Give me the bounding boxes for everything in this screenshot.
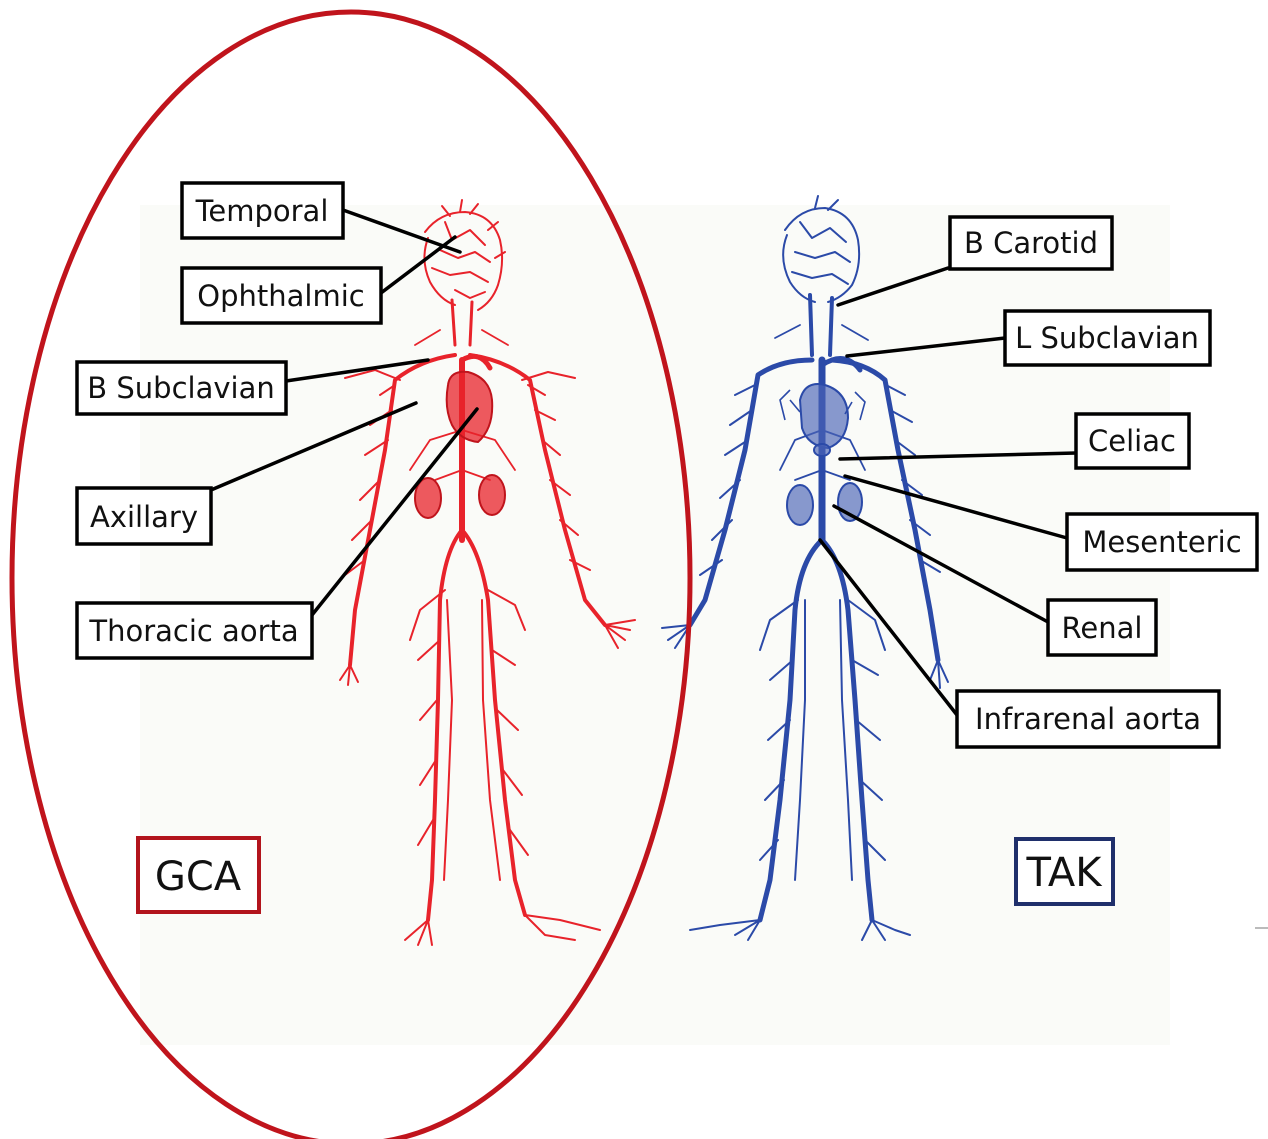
label-b-carotid: B Carotid [950,217,1112,269]
label-celiac: Celiac [1076,414,1189,468]
gca-group-label: GCA [155,854,242,900]
label-l-subclavian: L Subclavian [1005,311,1210,365]
label-renal-text: Renal [1062,611,1143,645]
label-mesenteric-text: Mesenteric [1082,525,1241,559]
label-infrarenal-aorta-text: Infrarenal aorta [975,702,1201,736]
label-infrarenal-aorta: Infrarenal aorta [957,691,1219,747]
label-ophthalmic-text: Ophthalmic [197,279,364,313]
label-thoracic-aorta-text: Thoracic aorta [88,614,298,648]
label-temporal: Temporal [182,183,343,238]
label-b-subclavian: B Subclavian [77,362,286,414]
label-axillary-text: Axillary [90,500,198,534]
label-b-subclavian-text: B Subclavian [87,371,274,405]
tak-group-label: TAK [1026,850,1104,896]
label-ophthalmic: Ophthalmic [182,268,381,323]
label-temporal-text: Temporal [195,194,329,228]
gca-group-box: GCA [138,838,259,912]
label-l-subclavian-text: L Subclavian [1015,321,1199,355]
label-thoracic-aorta: Thoracic aorta [77,603,312,658]
label-axillary: Axillary [77,488,211,544]
label-celiac-text: Celiac [1088,424,1176,458]
tak-group-box: TAK [1016,839,1113,904]
label-mesenteric: Mesenteric [1067,514,1257,570]
label-renal: Renal [1048,600,1156,655]
label-b-carotid-text: B Carotid [964,226,1098,260]
